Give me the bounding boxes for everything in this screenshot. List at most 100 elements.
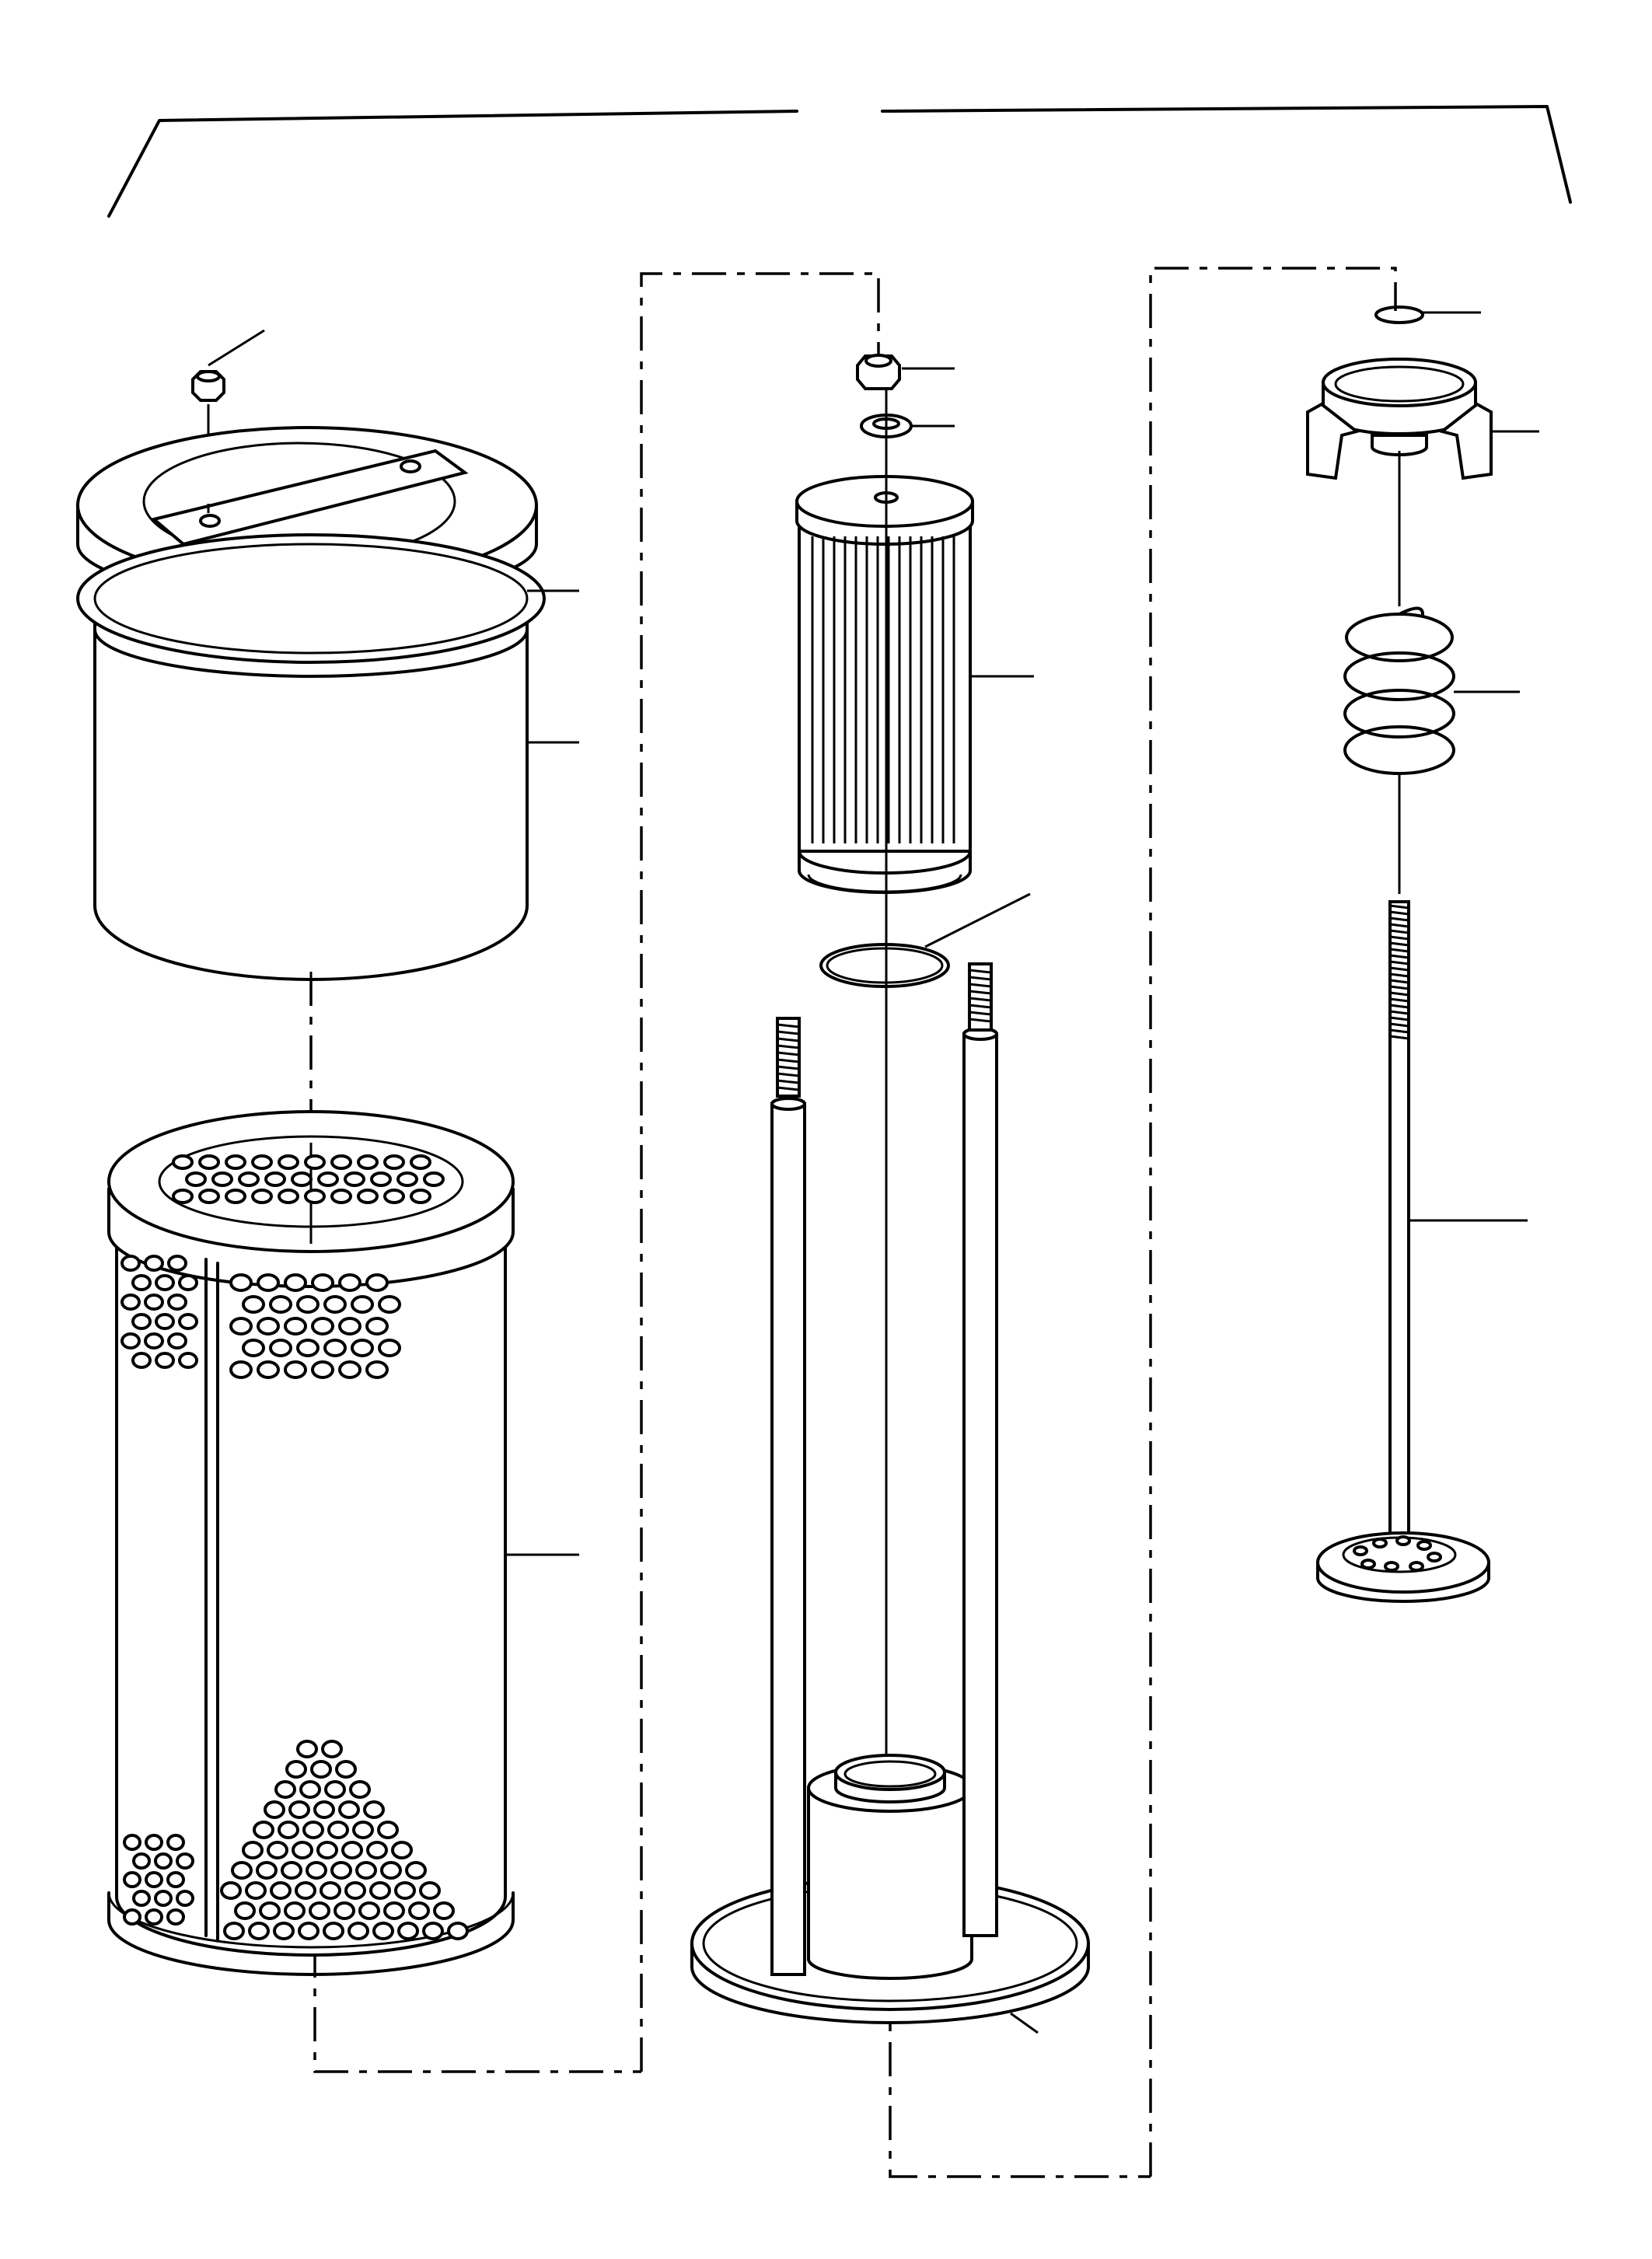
perforation-hole bbox=[330, 1154, 352, 1170]
perforation-hole bbox=[269, 1295, 292, 1314]
perforation-hole bbox=[351, 1295, 374, 1314]
thread-line bbox=[969, 969, 992, 974]
perforation-hole bbox=[306, 1861, 327, 1880]
perforation-hole bbox=[145, 1908, 163, 1926]
perforation-hole bbox=[120, 1294, 141, 1311]
perforation-hole bbox=[1360, 1559, 1376, 1569]
perforation-hole bbox=[270, 1881, 292, 1900]
perforation-hole bbox=[248, 1922, 270, 1940]
washer-icon bbox=[860, 414, 955, 438]
thread-line bbox=[1389, 1010, 1409, 1015]
perforation-hole bbox=[291, 1171, 313, 1187]
perforation-hole bbox=[323, 1922, 344, 1940]
thread-line bbox=[1389, 1016, 1409, 1021]
perforation-hole bbox=[299, 1780, 321, 1799]
perforation-hole bbox=[166, 1834, 185, 1851]
perforation-hole bbox=[296, 1339, 320, 1357]
thread-line bbox=[1389, 960, 1409, 965]
perforation-hole bbox=[120, 1255, 141, 1272]
perforation-hole bbox=[284, 1317, 307, 1335]
perforation-hole bbox=[302, 1821, 324, 1839]
perforation-hole bbox=[338, 1317, 361, 1335]
perforation-hole bbox=[242, 1841, 264, 1859]
perforation-hole bbox=[225, 1154, 246, 1170]
perforation-hole bbox=[292, 1841, 313, 1859]
thread-line bbox=[1389, 941, 1409, 947]
thread-line bbox=[969, 983, 992, 988]
perforation-hole bbox=[123, 1908, 141, 1926]
perforation-hole bbox=[423, 1171, 445, 1187]
perforation-hole bbox=[316, 1841, 338, 1859]
perforation-hole bbox=[278, 1189, 299, 1204]
perforation-hole bbox=[269, 1339, 292, 1357]
perforation-hole bbox=[1395, 1535, 1411, 1546]
thread-line bbox=[1389, 979, 1409, 984]
perforation-hole bbox=[245, 1881, 267, 1900]
perforation-hole bbox=[278, 1821, 299, 1839]
coil-spring-icon bbox=[1343, 451, 1520, 894]
perforation-hole bbox=[344, 1881, 366, 1900]
perforation-hole bbox=[278, 1154, 299, 1170]
perforation-hole bbox=[338, 1800, 360, 1819]
perforation-hole bbox=[229, 1317, 253, 1335]
perforation-hole bbox=[242, 1295, 265, 1314]
perforation-hole bbox=[344, 1171, 365, 1187]
perforation-hole bbox=[338, 1360, 361, 1379]
perforation-hole bbox=[225, 1189, 246, 1204]
perforation-hole bbox=[144, 1294, 164, 1311]
perforation-hole bbox=[309, 1901, 330, 1920]
thread-line bbox=[1389, 910, 1409, 916]
thread-line bbox=[1389, 1028, 1409, 1034]
perforation-hole bbox=[167, 1332, 187, 1349]
perforation-hole bbox=[363, 1800, 385, 1819]
perforation-hole bbox=[234, 1901, 256, 1920]
perforation-hole bbox=[397, 1922, 419, 1940]
perforation-hole bbox=[380, 1861, 402, 1880]
perforation-hole bbox=[257, 1317, 280, 1335]
pleat-lines bbox=[811, 536, 955, 843]
perforation-hole bbox=[351, 1339, 374, 1357]
perforation-hole bbox=[348, 1922, 369, 1940]
thread-line bbox=[777, 1051, 800, 1056]
perforation-hole bbox=[296, 1740, 318, 1758]
perforation-hole bbox=[323, 1295, 347, 1314]
perforation-hole bbox=[405, 1861, 427, 1880]
perforation-hole bbox=[330, 1861, 352, 1880]
perforation-hole bbox=[317, 1171, 339, 1187]
perforation-hole bbox=[264, 1171, 286, 1187]
perforation-holes bbox=[172, 1154, 445, 1204]
perforation-holes bbox=[120, 1255, 198, 1369]
perforation-hole bbox=[284, 1273, 307, 1292]
perforation-hole bbox=[383, 1901, 405, 1920]
perforation-hole bbox=[369, 1881, 391, 1900]
rod-threads bbox=[1389, 904, 1409, 1040]
perforation-hole bbox=[419, 1881, 441, 1900]
thread-line bbox=[777, 1030, 800, 1035]
perforation-hole bbox=[131, 1274, 152, 1291]
cylinder-icon bbox=[76, 533, 579, 981]
perforation-hole bbox=[172, 1189, 194, 1204]
perforation-hole bbox=[338, 1273, 361, 1292]
perforation-hole bbox=[198, 1154, 220, 1170]
thread-line bbox=[777, 1058, 800, 1063]
perforation-hole bbox=[172, 1154, 194, 1170]
perforation-hole bbox=[365, 1360, 389, 1379]
perforation-hole bbox=[1384, 1561, 1399, 1572]
thread-line bbox=[1389, 1004, 1409, 1009]
perforation-hole bbox=[154, 1890, 173, 1907]
perforation-hole bbox=[1409, 1561, 1424, 1572]
perforation-hole bbox=[223, 1922, 245, 1940]
perforation-hole bbox=[378, 1295, 401, 1314]
perforation-hole bbox=[274, 1780, 296, 1799]
thread-line bbox=[969, 976, 992, 981]
perforation-hole bbox=[377, 1821, 399, 1839]
perforation-hole bbox=[256, 1861, 278, 1880]
filter-cartridge-icon bbox=[795, 475, 1034, 894]
thread-line bbox=[1389, 954, 1409, 959]
thread-line bbox=[969, 990, 992, 995]
perforation-hole bbox=[394, 1881, 416, 1900]
perforation-hole bbox=[383, 1189, 405, 1204]
perforation-hole bbox=[154, 1852, 173, 1870]
base-stand-icon bbox=[690, 962, 1090, 2034]
